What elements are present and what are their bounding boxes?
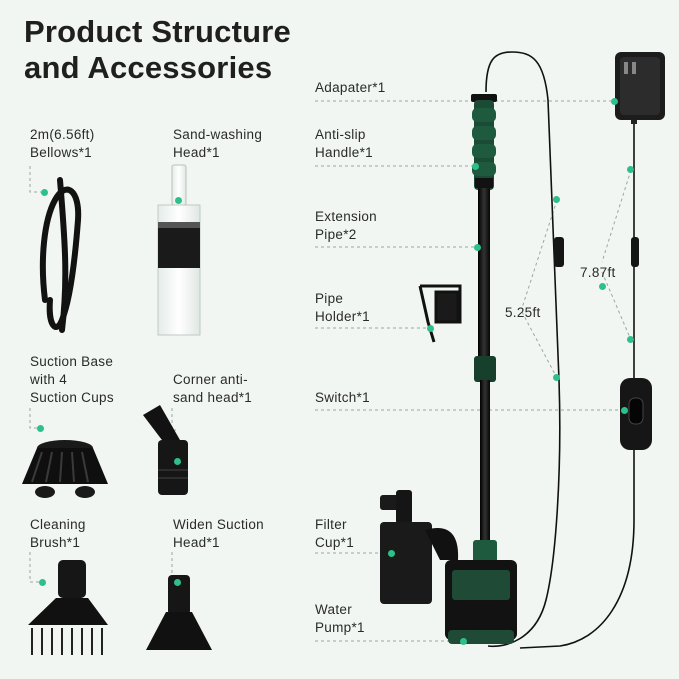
label-sand-head: Sand-washing Head*1 (173, 126, 262, 162)
label-corner-head-line2: sand head*1 (173, 390, 253, 405)
filter-cup-icon (380, 490, 459, 604)
label-ext-pipe-line2: Pipe*2 (315, 227, 357, 242)
suction-base-icon (22, 440, 108, 498)
dot-handle (472, 163, 479, 170)
cable-length-long: 7.87ft (580, 265, 616, 280)
cable-connectors (554, 110, 639, 267)
label-widen-head-line1: Widen Suction (173, 517, 264, 532)
dot-cable-long-mid (599, 283, 606, 290)
label-bellows-line1: 2m(6.56ft) (30, 127, 95, 142)
label-suction-base-line1: Suction Base (30, 354, 114, 369)
label-bellows: 2m(6.56ft) Bellows*1 (30, 126, 95, 162)
dot-cable-long-end (627, 336, 634, 343)
label-ext-pipe: Extension Pipe*2 (315, 208, 377, 244)
label-sand-head-line1: Sand-washing (173, 127, 263, 142)
dot-bellows (41, 189, 48, 196)
label-switch-line1: Switch*1 (315, 390, 370, 405)
label-filter-cup-line1: Filter (315, 517, 347, 532)
widen-head-icon (146, 575, 212, 650)
dot-filter-cup (388, 550, 395, 557)
label-handle-line2: Handle*1 (315, 145, 373, 160)
label-filter-cup: Filter Cup*1 (315, 516, 354, 552)
dot-brush (39, 579, 46, 586)
label-pipe-holder-line1: Pipe (315, 291, 344, 306)
leader-lines (29, 100, 632, 642)
dot-corner-head (174, 458, 181, 465)
pipe-holder-icon (418, 284, 462, 343)
title-line-1: Product Structure (24, 14, 291, 49)
label-suction-base-line2: with 4 (30, 372, 68, 387)
label-handle: Anti-slip Handle*1 (315, 126, 373, 162)
label-widen-head-line2: Head*1 (173, 535, 220, 550)
dot-ext-pipe (474, 244, 481, 251)
label-adapter-line1: Adapater*1 (315, 80, 386, 95)
dot-cable-short (553, 196, 560, 203)
switch-icon (620, 378, 652, 450)
label-widen-head: Widen Suction Head*1 (173, 516, 264, 552)
bellows-hose-icon (39, 177, 82, 333)
dot-pump (460, 638, 467, 645)
title-line-2: and Accessories (24, 50, 273, 85)
dot-pipe-holder (427, 325, 434, 332)
label-handle-line1: Anti-slip (315, 127, 366, 142)
label-bellows-line2: Bellows*1 (30, 145, 92, 160)
label-corner-head-line1: Corner anti- (173, 372, 248, 387)
sand-washing-head-icon (157, 164, 201, 336)
extension-pipe (471, 94, 497, 545)
label-suction-base: Suction Base with 4 Suction Cups (30, 353, 114, 407)
label-pipe-holder: Pipe Holder*1 (315, 290, 370, 326)
label-corner-head: Corner anti- sand head*1 (173, 371, 252, 407)
label-filter-cup-line2: Cup*1 (315, 535, 355, 550)
label-brush-line2: Brush*1 (30, 535, 81, 550)
label-pipe-holder-line2: Holder*1 (315, 309, 370, 324)
dot-suction-base (37, 425, 44, 432)
label-pump-line1: Water (315, 602, 353, 617)
power-adapter-icon (615, 52, 665, 120)
label-brush-line1: Cleaning (30, 517, 86, 532)
label-adapter: Adapater*1 (315, 79, 386, 97)
label-switch: Switch*1 (315, 389, 370, 407)
label-pump: Water Pump*1 (315, 601, 365, 637)
dot-sand-head (175, 197, 182, 204)
label-ext-pipe-line1: Extension (315, 209, 377, 224)
dot-cable-short-end (553, 374, 560, 381)
cleaning-brush-icon (28, 560, 108, 655)
corner-head-icon (143, 405, 188, 495)
label-brush: Cleaning Brush*1 (30, 516, 86, 552)
power-cable (485, 51, 635, 649)
label-pump-line2: Pump*1 (315, 620, 365, 635)
dot-switch (621, 407, 628, 414)
label-sand-head-line2: Head*1 (173, 145, 220, 160)
water-pump-icon (445, 540, 517, 644)
dot-adapter (611, 98, 618, 105)
dot-widen-head (174, 579, 181, 586)
cable-length-short: 5.25ft (505, 305, 541, 320)
dot-cable-long (627, 166, 634, 173)
page-title: Product Structure and Accessories (24, 14, 291, 86)
label-suction-base-line3: Suction Cups (30, 390, 114, 405)
